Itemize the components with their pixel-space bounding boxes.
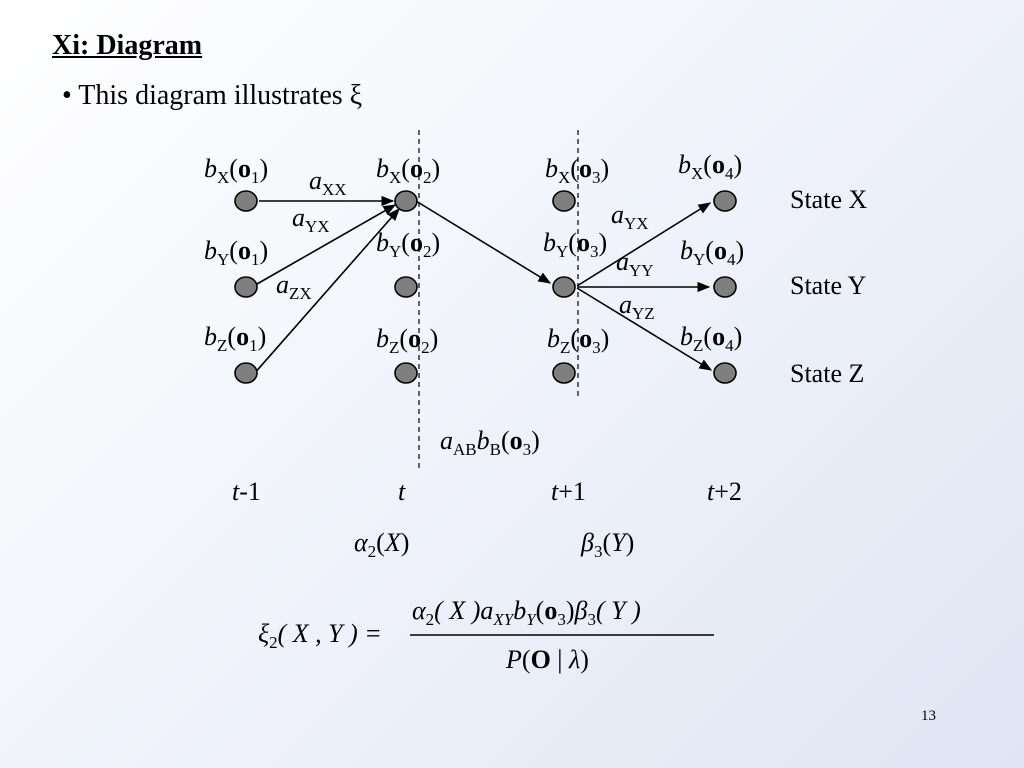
bullet-text: • This diagram illustrates ξ [62,80,363,111]
slide-title: Xi: Diagram [52,30,203,61]
state-label-y: State Y [790,271,867,300]
emission-label: bZ(o4) [680,322,743,355]
node-x-t [394,190,418,212]
transition-label: aYX [611,200,649,233]
node-x-t-plus-2 [713,190,737,212]
arrow-a-yx-out [576,202,712,287]
formula-denominator: P(O | λ) [506,645,589,674]
node-z-t-plus-1 [552,362,576,384]
emission-label: bZ(o3) [547,324,610,357]
state-nodes [234,190,737,384]
node-y-t-minus-1 [234,276,258,298]
formula-lhs: ξ2( X , Y ) = [258,619,382,652]
time-label-t: t [398,477,406,506]
emission-label: bY(o3) [543,228,608,261]
formula-numerator: α2( X )aXYbY(o3)β3( Y ) [412,596,641,629]
transition-label: aYX [292,203,330,236]
node-x-t-minus-1 [234,190,258,212]
transition-label: aYY [616,247,654,280]
state-label-x: State X [790,185,868,214]
emission-label: bX(o1) [204,154,269,187]
node-y-t-plus-1 [552,276,576,298]
transition-emission-product: aABbB(o3) [440,426,540,459]
transition-label: aYZ [619,290,655,323]
transition-label: aZX [276,270,312,303]
arrow-a-yx [256,204,397,285]
emission-label: bZ(o2) [376,324,439,357]
time-label-t-plus-1: t+1 [551,477,586,506]
emission-label: bY(o4) [680,236,745,269]
time-label-t-plus-2: t+2 [707,477,742,506]
node-z-t [394,362,418,384]
emission-label: bZ(o1) [204,322,267,355]
node-x-t-plus-1 [552,190,576,212]
node-y-t-plus-2 [713,276,737,298]
arrow-a-zx [252,208,400,376]
state-label-z: State Z [790,359,865,388]
emission-label: bX(o4) [678,150,743,183]
arrow-a-ab [415,200,552,284]
transition-label: aXX [309,166,347,199]
node-z-t-minus-1 [234,362,258,384]
time-label-t-minus-1: t-1 [232,477,261,506]
alpha-label: α2(X) [354,528,410,561]
arrow-a-yz-out [576,287,713,371]
node-y-t [394,276,418,298]
node-z-t-plus-2 [713,362,737,384]
beta-label: β3(Y) [581,528,635,561]
emission-label: bY(o2) [376,228,441,261]
emission-label: bY(o1) [204,236,269,269]
page-number: 13 [921,708,936,724]
emission-label: bX(o3) [545,154,610,187]
emission-label: bX(o2) [376,154,441,187]
